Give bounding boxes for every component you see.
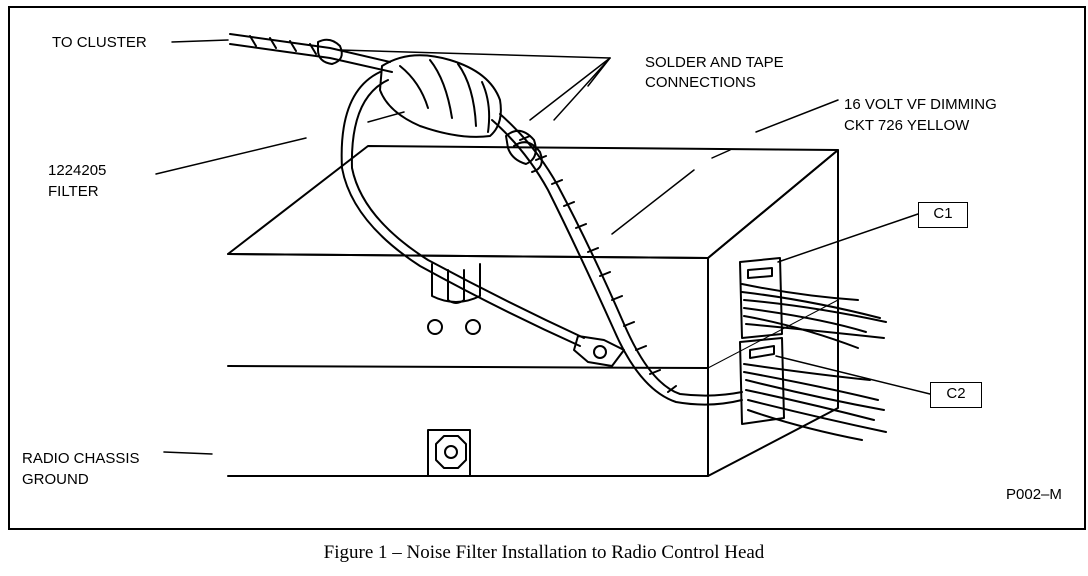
figure-frame	[8, 6, 1086, 530]
leader-c1	[777, 213, 919, 263]
label-solder-line2: CONNECTIONS	[645, 74, 756, 91]
ground-strap	[340, 71, 581, 347]
cluster-wire	[229, 33, 391, 63]
front-hole-right	[465, 319, 481, 335]
label-dimming-line1: 16 VOLT VF DIMMING	[844, 96, 997, 113]
label-filter: FILTER	[48, 183, 99, 200]
leader-filter	[155, 137, 307, 175]
leader-to-cluster	[171, 39, 229, 43]
figure-caption: Figure 1 – Noise Filter Installation to …	[323, 542, 765, 563]
label-solder-line1: SOLDER AND TAPE	[645, 54, 784, 71]
leader-c2	[775, 355, 931, 395]
label-dimming-line2: CKT 726 YELLOW	[844, 117, 970, 134]
label-ground-line1: RADIO CHASSIS	[22, 450, 140, 467]
label-filter-part-number: 1224205	[48, 162, 107, 179]
radio-front-face	[227, 253, 709, 477]
leader-solder-b	[553, 57, 611, 121]
noise-filter	[379, 54, 502, 138]
label-to-cluster: TO CLUSTER	[52, 34, 147, 51]
radio-top-face	[227, 145, 839, 259]
leader-solder-a	[529, 57, 611, 121]
leader-dimming	[755, 99, 839, 133]
c2-connector	[739, 337, 785, 425]
ground-stud	[427, 429, 471, 477]
radio-side-face	[707, 149, 839, 477]
label-c1: C1	[918, 202, 968, 228]
label-c2: C2	[930, 382, 982, 408]
c1-connector	[739, 257, 783, 339]
front-hole-left	[427, 319, 443, 335]
figure-code: P002–M	[1006, 486, 1062, 503]
ring-terminal	[573, 335, 625, 367]
leader-ground	[163, 451, 213, 455]
label-ground-line2: GROUND	[22, 471, 89, 488]
